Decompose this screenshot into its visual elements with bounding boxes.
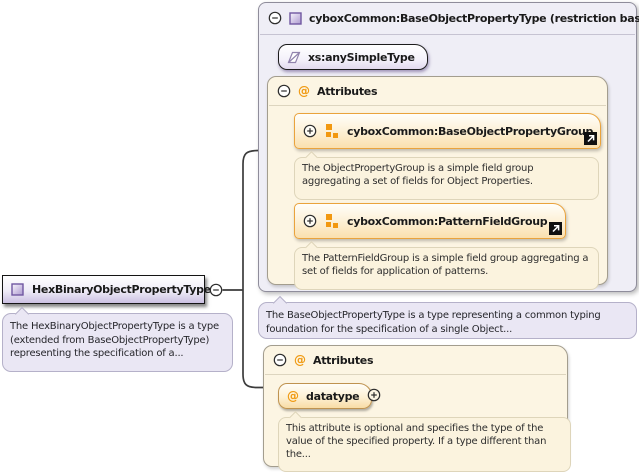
simple-type-icon — [287, 51, 301, 64]
group-description-tooltip: The ObjectPropertyGroup is a simple fiel… — [294, 151, 599, 200]
collapse-toggle[interactable] — [268, 11, 282, 25]
attribute-description: This attribute is optional and specifies… — [286, 423, 547, 460]
attribute-name: datatype — [306, 389, 360, 403]
collapse-toggle[interactable] — [277, 84, 291, 98]
attribute-at-icon: @ — [287, 389, 299, 403]
tooltip-pointer — [289, 411, 302, 424]
tooltip-pointer — [305, 151, 318, 164]
complex-type-icon — [289, 11, 302, 25]
node-description: The HexBinaryObjectPropertyType is a typ… — [10, 321, 219, 359]
divider — [265, 374, 566, 375]
base-type-title: cyboxCommon:BaseObjectPropertyType (rest… — [309, 11, 639, 25]
attr-group-baseobjectpropertygroup[interactable]: cyboxCommon:BaseObjectPropertyGroup — [294, 113, 601, 149]
jump-to-definition-icon[interactable] — [584, 132, 597, 145]
group-description: The PatternFieldGroup is a simple field … — [302, 253, 589, 277]
complex-type-icon — [11, 283, 24, 296]
node-description-tooltip: The HexBinaryObjectPropertyType is a typ… — [2, 306, 233, 372]
attributes-label: Attributes — [313, 353, 374, 367]
base-type-description: The BaseObjectPropertyType is a type rep… — [266, 310, 601, 335]
base-type-header: cyboxCommon:BaseObjectPropertyType (rest… — [259, 3, 639, 31]
attribute-group-icon — [325, 214, 339, 228]
expand-toggle[interactable] — [303, 214, 317, 228]
node-hexbinary-type[interactable]: HexBinaryObjectPropertyType — [2, 275, 211, 304]
attributes-header: @ Attributes — [264, 346, 567, 372]
collapse-toggle[interactable] — [209, 283, 223, 297]
simple-type-name: xs:anySimpleType — [308, 50, 415, 64]
attribute-group-name: cyboxCommon:PatternFieldGroup — [347, 214, 548, 228]
base-type-description-tooltip: The BaseObjectPropertyType is a type rep… — [258, 295, 637, 339]
simple-type-badge[interactable]: xs:anySimpleType — [278, 44, 428, 70]
base-type-container: cyboxCommon:BaseObjectPropertyType (rest… — [258, 2, 639, 292]
attribute-group-name: cyboxCommon:BaseObjectPropertyGroup — [347, 124, 594, 138]
divider — [260, 34, 635, 35]
group-description: The ObjectPropertyGroup is a simple fiel… — [302, 163, 534, 187]
local-attributes-box: @ Attributes @ datatype This attribute i… — [263, 345, 571, 472]
expand-toggle[interactable] — [367, 388, 381, 402]
inherited-attributes-box: @ Attributes — [267, 76, 608, 290]
tooltip-pointer — [305, 241, 318, 254]
group-description-tooltip: The PatternFieldGroup is a simple field … — [294, 241, 599, 290]
jump-to-definition-icon[interactable] — [549, 222, 562, 235]
attr-group-patternfieldgroup[interactable]: cyboxCommon:PatternFieldGroup — [294, 203, 566, 239]
attribute-group-icon — [325, 124, 339, 138]
attribute-at-icon: @ — [298, 84, 310, 98]
collapse-toggle[interactable] — [273, 353, 287, 367]
attribute-description-tooltip: This attribute is optional and specifies… — [278, 411, 571, 472]
expand-toggle[interactable] — [303, 124, 317, 138]
node-title: HexBinaryObjectPropertyType — [32, 283, 211, 296]
divider — [269, 105, 606, 106]
attribute-at-icon: @ — [294, 353, 306, 367]
attributes-label: Attributes — [317, 84, 378, 98]
attribute-datatype-badge[interactable]: @ datatype — [278, 383, 373, 409]
attributes-header: @ Attributes — [268, 77, 607, 103]
